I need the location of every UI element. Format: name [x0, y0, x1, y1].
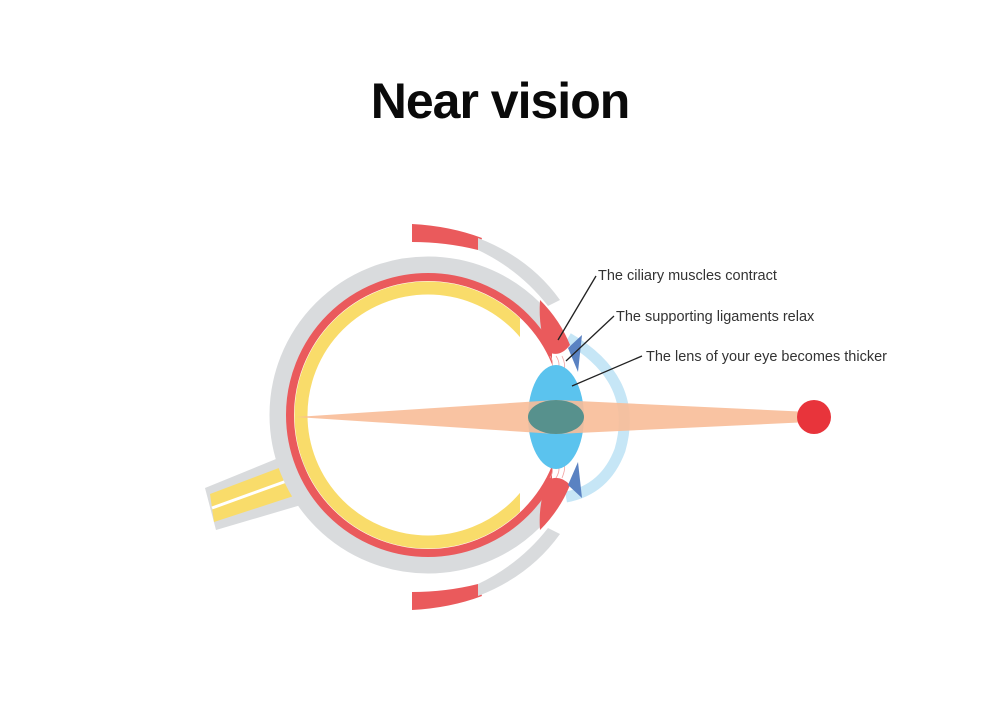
ciliary-muscle-top	[539, 300, 570, 354]
label-supporting-ligaments: The supporting ligaments relax	[616, 309, 815, 325]
iris-top	[568, 335, 582, 372]
page-title: Near vision	[370, 73, 631, 129]
muscle-bottom	[412, 528, 560, 610]
object-point	[797, 400, 831, 434]
sclera	[269, 256, 552, 574]
retina	[294, 281, 520, 549]
iris-bottom	[568, 462, 582, 498]
choroid	[286, 273, 552, 557]
muscle-top	[412, 224, 560, 306]
ciliary-muscle-bottom	[539, 477, 570, 530]
label-ciliary-muscles: The ciliary muscles contract	[598, 268, 777, 284]
cornea	[564, 333, 630, 503]
lens-ray-overlap	[528, 400, 584, 434]
label-lens: The lens of your eye becomes thicker	[646, 349, 887, 365]
